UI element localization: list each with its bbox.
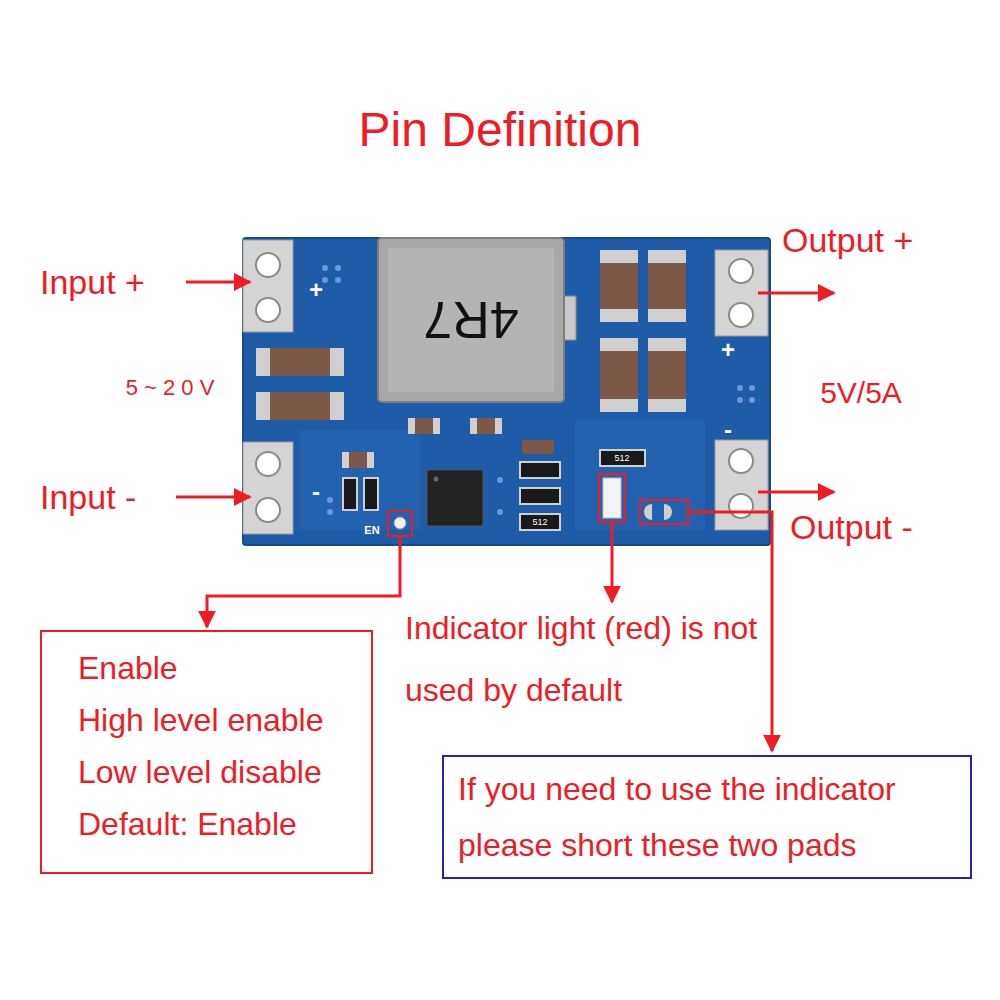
pad-hole [256, 253, 280, 277]
inductor-top [388, 248, 554, 392]
resistor-marking: 512 [532, 517, 547, 528]
silkscreen-sign: - [724, 416, 732, 445]
jumper-highlight [640, 500, 688, 524]
copper-pour [300, 430, 420, 530]
input-capacitors [256, 348, 344, 420]
jumper-pad [644, 504, 652, 520]
resistor-marking: 512 [614, 453, 629, 464]
box-text: Low level disable [78, 746, 359, 798]
pad-hole [729, 494, 753, 518]
note-box: If you need to use the indicator please … [442, 755, 972, 879]
silkscreen-sign: + [721, 336, 735, 365]
pin-label: Output + [782, 220, 913, 261]
pcb-board [243, 238, 770, 545]
output-capacitors [600, 250, 686, 412]
vias [322, 265, 755, 515]
box-text: If you need to use the indicator please … [458, 761, 956, 873]
info-box: EnableHigh level enableLow level disable… [40, 630, 373, 874]
output-rating: 5V/5A [820, 375, 902, 411]
input-plus-pad [243, 240, 293, 332]
pad-hole [729, 303, 753, 327]
regulator-ic [427, 470, 483, 526]
box-text: Default: Enable [78, 798, 359, 850]
silkscreen-label: EN [364, 524, 379, 537]
pad-hole [729, 449, 753, 473]
pin-label: Input - [40, 477, 136, 518]
input-minus-pad [243, 442, 293, 534]
inductor [378, 238, 564, 402]
enable-highlight [388, 511, 412, 536]
pad-hole [256, 452, 280, 476]
indicator-led [603, 478, 621, 518]
pad-hole [256, 298, 280, 322]
pin1-dot [434, 477, 439, 482]
copper-pour [575, 420, 705, 530]
page-title: Pin Definition [359, 101, 642, 159]
pin-label: Output - [790, 507, 913, 548]
box-text: High level enable [78, 694, 359, 746]
pad-hole [256, 498, 280, 522]
output-minus-pad [715, 440, 768, 530]
jumper-pad [664, 504, 672, 520]
voltage-range: 5 ~ 2 0 V [126, 375, 215, 401]
led-highlight [599, 474, 625, 522]
pad-hole [729, 259, 753, 283]
inductor-marking: 4R7 [423, 289, 518, 351]
silkscreen-sign: - [312, 478, 320, 507]
box-text: Enable [78, 642, 359, 694]
silkscreen-sign: + [309, 276, 323, 305]
enable-pad [394, 517, 406, 529]
note-text: Indicator light (red) is not used by def… [405, 597, 775, 721]
pin-label: Input + [40, 262, 145, 303]
